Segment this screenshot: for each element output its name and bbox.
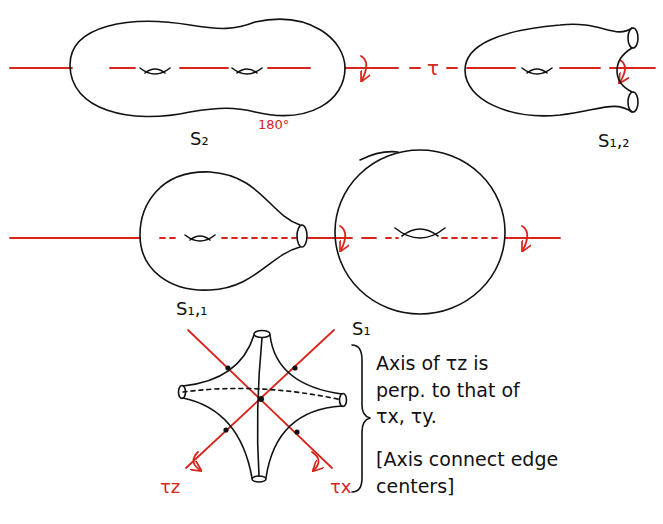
surface-name: S₁ [352, 316, 371, 341]
surface-name: S₁,₁ [176, 296, 208, 321]
angle-label: 180° [258, 116, 289, 134]
surface-name: S₂ [190, 126, 209, 151]
axis-label: τz [160, 474, 180, 499]
note: [Axis connect edge centers] [376, 446, 574, 499]
note: Axis of τz is perp. to that of τx, τy. [376, 350, 538, 430]
map-label: τ [427, 54, 439, 82]
surface-name: S₁,₂ [598, 128, 630, 153]
axis-label: τx [330, 474, 352, 499]
